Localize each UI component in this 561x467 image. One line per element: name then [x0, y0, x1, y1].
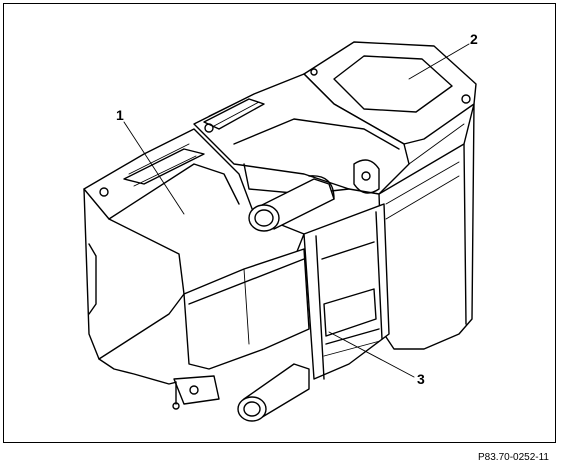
leader-line-2 — [408, 43, 470, 80]
center-frame — [303, 203, 390, 380]
leader-line-1 — [123, 121, 185, 215]
front-block — [183, 248, 310, 370]
heater-unit-drawing: 1 2 3 — [83, 31, 478, 422]
figure-reference-code: P83.70-0252-11 — [478, 452, 549, 463]
callout-3: 3 — [417, 371, 425, 387]
mounting-bracket — [172, 375, 220, 410]
lower-pipe — [237, 363, 310, 422]
callout-1: 1 — [116, 107, 124, 123]
diagram-frame: 1 2 3 — [3, 3, 556, 443]
upper-pipe — [248, 175, 335, 232]
right-housing — [378, 103, 475, 350]
callout-2: 2 — [470, 31, 478, 47]
leader-line-3 — [328, 331, 415, 378]
middle-upper-block — [193, 73, 410, 195]
left-housing — [83, 128, 305, 385]
